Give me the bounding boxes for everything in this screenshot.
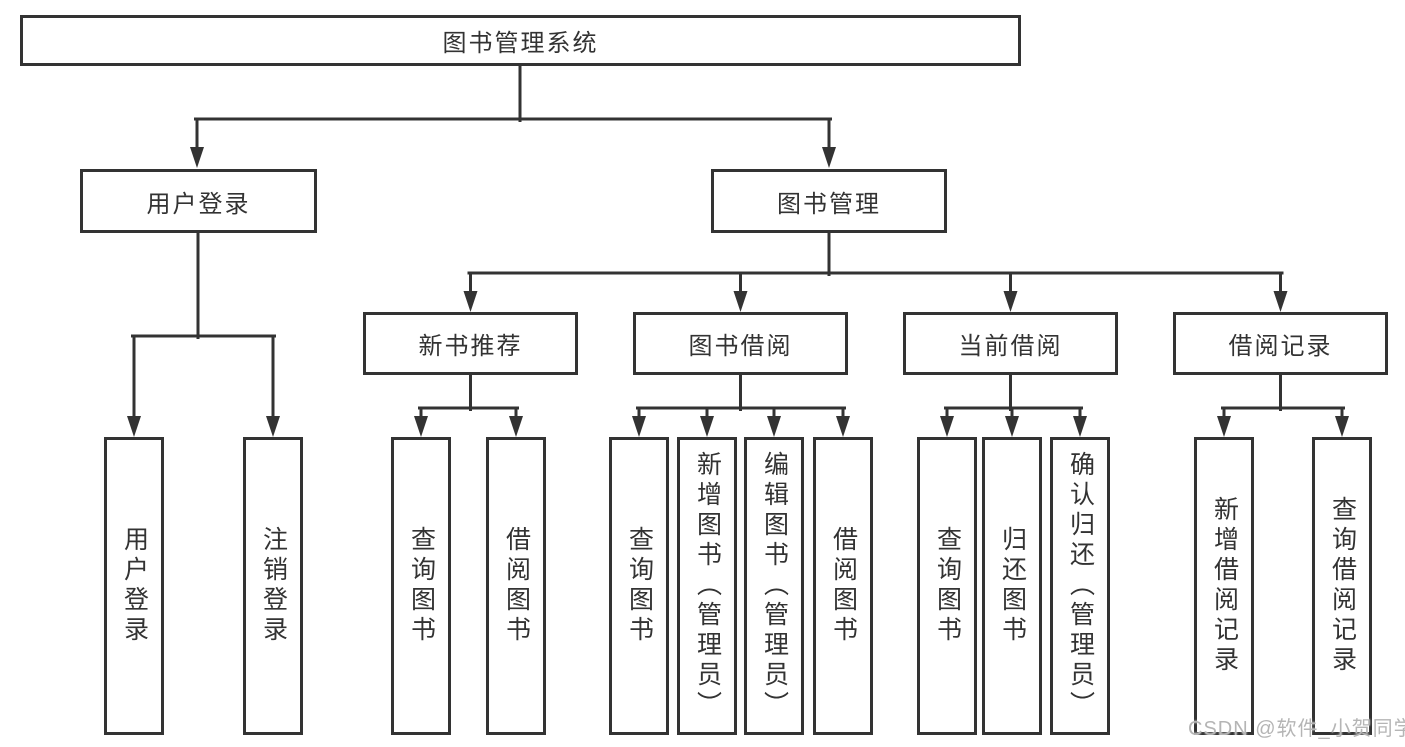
- node-root: 图书管理系统: [20, 15, 1021, 66]
- connector-new-book-branch: [414, 373, 523, 437]
- connector-path: [418, 373, 519, 422]
- arrowhead-icon: [509, 416, 523, 437]
- connector-book-borrowing-branch: [632, 373, 850, 437]
- node-new-book-recommendation-label: 新书推荐: [418, 333, 523, 360]
- leaf-logout: 注销登录: [243, 437, 303, 735]
- arrowhead-icon: [1005, 416, 1019, 437]
- leaf-return-books: 归还图书: [982, 437, 1042, 735]
- arrowhead-icon: [822, 147, 836, 168]
- leaf-query-books-recommend-label: 查询图书: [407, 526, 436, 646]
- arrowhead-icon: [1273, 291, 1288, 312]
- leaf-query-borrow-record-label: 查询借阅记录: [1328, 496, 1357, 676]
- arrowhead-icon: [266, 416, 280, 437]
- csdn-watermark: CSDN @软件_小贺同学: [1188, 718, 1405, 740]
- leaf-query-borrow-record: 查询借阅记录: [1312, 437, 1372, 735]
- node-book-management-label: 图书管理: [777, 190, 881, 218]
- node-user-login-label: 用户登录: [146, 190, 251, 218]
- node-book-borrowing-label: 图书借阅: [688, 333, 793, 360]
- leaf-query-books-current-label: 查询图书: [933, 526, 962, 646]
- leaf-return-books-label: 归还图书: [998, 526, 1027, 646]
- node-current-borrowing: 当前借阅: [903, 312, 1118, 375]
- leaf-borrow-books-recommend: 借阅图书: [486, 437, 546, 735]
- arrowhead-icon: [190, 147, 204, 168]
- node-user-login: 用户登录: [80, 169, 317, 233]
- leaf-confirm-return-admin-label: 确认归还（管理员）: [1066, 451, 1095, 721]
- connector-current-borrowing-branch: [940, 373, 1087, 437]
- node-borrowing-records: 借阅记录: [1173, 312, 1388, 375]
- connector-path: [131, 231, 276, 422]
- leaf-edit-books-admin-label: 编辑图书（管理员）: [760, 451, 789, 721]
- leaf-add-borrow-record-label: 新增借阅记录: [1210, 496, 1239, 676]
- connector-path: [467, 231, 1284, 295]
- arrowhead-icon: [632, 416, 646, 437]
- connector-path: [1221, 373, 1345, 422]
- connector-root-branch: [190, 64, 836, 168]
- node-borrowing-records-label: 借阅记录: [1228, 333, 1333, 360]
- leaf-user-login-label: 用户登录: [120, 526, 149, 646]
- leaf-query-books-current: 查询图书: [917, 437, 977, 735]
- connector-book-management-branch: [463, 231, 1288, 312]
- connector-path: [636, 373, 846, 422]
- arrowhead-icon: [940, 416, 954, 437]
- leaf-logout-label: 注销登录: [259, 526, 288, 646]
- leaf-add-borrow-record: 新增借阅记录: [1194, 437, 1254, 735]
- leaf-borrow-books-borrowing-label: 借阅图书: [829, 526, 858, 646]
- leaf-user-login: 用户登录: [104, 437, 164, 735]
- node-book-borrowing: 图书借阅: [633, 312, 848, 375]
- connector-path: [194, 64, 832, 152]
- arrowhead-icon: [1003, 291, 1018, 312]
- connector-borrowing-records-branch: [1217, 373, 1349, 437]
- leaf-add-books-admin-label: 新增图书（管理员）: [693, 451, 722, 721]
- leaf-borrow-books-borrowing: 借阅图书: [813, 437, 873, 735]
- leaf-borrow-books-recommend-label: 借阅图书: [502, 526, 531, 646]
- node-book-management: 图书管理: [711, 169, 947, 233]
- arrowhead-icon: [1073, 416, 1087, 437]
- leaf-query-books-borrowing: 查询图书: [609, 437, 669, 735]
- node-root-label: 图书管理系统: [442, 30, 599, 57]
- arrowhead-icon: [127, 416, 141, 437]
- leaf-confirm-return-admin: 确认归还（管理员）: [1050, 437, 1110, 735]
- arrowhead-icon: [733, 291, 748, 312]
- connector-user-login-branch: [127, 231, 280, 437]
- arrowhead-icon: [700, 416, 714, 437]
- arrowhead-icon: [767, 416, 781, 437]
- node-new-book-recommendation: 新书推荐: [363, 312, 578, 375]
- arrowhead-icon: [414, 416, 428, 437]
- leaf-edit-books-admin: 编辑图书（管理员）: [744, 437, 804, 735]
- arrowhead-icon: [463, 291, 478, 312]
- node-current-borrowing-label: 当前借阅: [958, 333, 1063, 360]
- leaf-query-books-borrowing-label: 查询图书: [625, 526, 654, 646]
- leaf-add-books-admin: 新增图书（管理员）: [677, 437, 737, 735]
- arrowhead-icon: [1217, 416, 1231, 437]
- connector-path: [944, 373, 1083, 422]
- arrowhead-icon: [836, 416, 850, 437]
- arrowhead-icon: [1335, 416, 1349, 437]
- leaf-query-books-recommend: 查询图书: [391, 437, 451, 735]
